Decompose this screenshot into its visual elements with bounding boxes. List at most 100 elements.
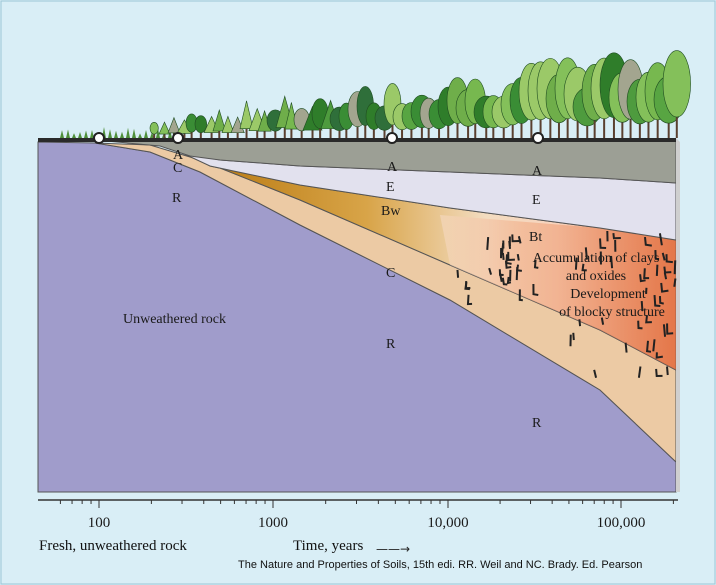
tree-trunk [274, 128, 277, 138]
tree-canopy [194, 115, 207, 133]
tree-trunk [612, 108, 615, 138]
blocky-structure-mark [574, 257, 578, 270]
horizon-label-c: C [173, 161, 182, 176]
annotation-line: Development [570, 287, 646, 302]
grass-tuft [72, 133, 76, 138]
blocky-structure-mark [639, 274, 646, 283]
tree-trunk [438, 124, 441, 138]
tree-trunk [629, 110, 632, 138]
tree-trunk [427, 124, 430, 138]
tree-trunk [447, 120, 450, 138]
grass-tuft [84, 130, 88, 138]
horizon-label-r: R [172, 191, 182, 206]
blocky-structure-mark [578, 319, 582, 327]
horizon-label-r: R [532, 416, 542, 431]
tree-trunk [410, 125, 413, 138]
blocky-structure-mark [517, 236, 522, 244]
tree-trunk [566, 109, 569, 138]
blocky-structure-mark [499, 273, 503, 283]
tree-trunk [593, 112, 596, 138]
blocky-structure-mark [456, 269, 460, 278]
blocky-structure-mark [501, 277, 508, 286]
blocky-structure-mark [665, 254, 673, 264]
tree-trunk [311, 126, 314, 138]
grass-tuft [90, 129, 94, 138]
tree-canopy [158, 121, 171, 135]
blocky-structure-mark [518, 289, 523, 302]
horizon-label-bw: Bw [381, 204, 401, 219]
grass-tuft [138, 133, 142, 138]
tree-trunk [603, 110, 606, 138]
blocky-structure-mark [644, 236, 652, 247]
blocky-structure-mark [673, 260, 677, 275]
blocky-structure-mark [654, 250, 660, 260]
blocky-structure-mark [486, 237, 490, 250]
tree-trunk [263, 128, 266, 138]
blocky-structure-mark [655, 264, 659, 276]
grass-tuft [156, 128, 160, 138]
blocky-structure-mark [637, 320, 643, 330]
blocky-structure-mark [488, 267, 493, 275]
blocky-structure-mark [532, 283, 539, 296]
tree-canopy [221, 115, 235, 133]
tree-trunk [520, 116, 523, 138]
grass-tuft [132, 128, 136, 138]
block-side-edge [676, 138, 680, 492]
blocky-structure-mark [599, 238, 607, 249]
tree-canopy [149, 121, 159, 135]
tree-trunk [183, 131, 186, 138]
axis-tick-label: 10,000 [427, 515, 468, 531]
tree-trunk [199, 130, 202, 138]
blocky-structure-mark [610, 255, 614, 269]
horizon-label-a: A [532, 164, 543, 179]
tree-canopy [212, 108, 226, 132]
horizon-label-e: E [532, 193, 541, 208]
blocky-structure-mark [645, 340, 652, 353]
tree-trunk [485, 123, 488, 138]
blocky-structure-mark [673, 278, 677, 287]
tree-trunk [153, 132, 156, 138]
tree-trunk [364, 119, 367, 138]
tree-trunk [256, 127, 259, 138]
blocky-structure-mark [600, 317, 605, 325]
blocky-structure-mark [660, 282, 669, 293]
blocky-structure-mark [643, 268, 650, 280]
tree-trunk [210, 130, 213, 138]
blocky-structure-mark [662, 324, 667, 337]
tree-trunk [245, 124, 248, 138]
time-marker-300 [172, 132, 184, 144]
grass-tuft [108, 129, 112, 138]
grass-tuft [66, 129, 70, 138]
time-axis: 100 1000 10,000 100,000 [38, 499, 678, 531]
blocky-structure-mark [593, 369, 598, 378]
time-marker-30000 [532, 132, 544, 144]
tree-trunk [467, 121, 470, 138]
tree-trunk [329, 124, 332, 138]
blocky-structure-mark [655, 368, 663, 378]
blocky-structure-mark [507, 251, 515, 262]
tree-trunk [345, 125, 348, 138]
tree-trunk [539, 111, 542, 138]
blocky-structure-mark [655, 352, 664, 359]
tree-trunk [667, 116, 670, 138]
blocky-structure-mark [653, 295, 661, 308]
vegetation-band [60, 50, 691, 138]
horizon-label-bt: Bt [529, 230, 542, 245]
tree-trunk [621, 115, 624, 138]
tree-trunk [656, 111, 659, 138]
grass-tuft [60, 130, 64, 138]
source-caption: The Nature and Properties of Soils, 15th… [238, 559, 643, 571]
unweathered-rock-label: Unweathered rock [123, 312, 226, 327]
tree-trunk [338, 127, 341, 138]
tree-canopy [662, 50, 691, 118]
blocky-structure-mark [658, 296, 664, 305]
blocky-structure-mark [652, 339, 656, 352]
blocky-structure-mark [663, 272, 668, 280]
tree-trunk [492, 123, 495, 138]
blocky-structure-mark [663, 266, 672, 274]
grass-tuft [144, 130, 148, 138]
tree-trunk [549, 110, 552, 138]
annotation-line: Accumulation of clays [533, 251, 660, 266]
tree-trunk [530, 111, 533, 138]
